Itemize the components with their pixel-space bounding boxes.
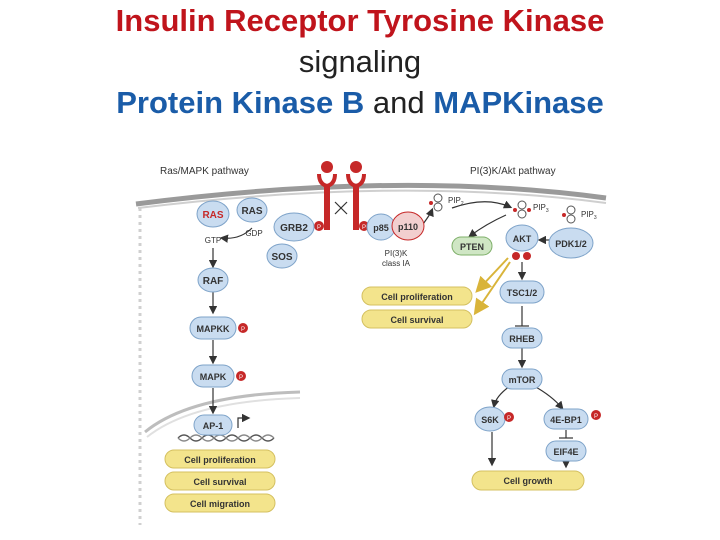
- node-sos: SOS: [266, 243, 298, 269]
- title-line-3: Protein Kinase B and MAPKinase: [0, 84, 720, 122]
- arrow-mtor-s6k: [491, 385, 511, 409]
- node-akt: AKT: [505, 224, 539, 252]
- arrow-pip2-pip3: [451, 200, 513, 209]
- outcome-mid-survival: Cell survival: [361, 309, 473, 329]
- node-pdk-label: PDK1/2: [555, 239, 587, 249]
- node-4ebp1-label: 4E-BP1: [550, 415, 582, 425]
- node-p85-label: p85: [373, 223, 389, 233]
- outcome-mid-proliferation: Cell proliferation: [361, 286, 473, 306]
- akt-phospho-2: [523, 252, 531, 260]
- insulin-receptor: [317, 161, 366, 230]
- akt-phospho-1: [512, 252, 520, 260]
- mapkk-phospho-label: P: [241, 327, 245, 333]
- title-protein-kinase-b: Protein Kinase B: [116, 85, 365, 120]
- outcome-nuc-proliferation: Cell proliferation: [164, 449, 276, 469]
- node-mtor-label: mTOR: [509, 375, 536, 385]
- node-mapk-label: MAPK: [200, 372, 227, 382]
- node-s6k-label: S6K: [481, 415, 499, 425]
- node-pten: PTEN: [451, 236, 493, 256]
- node-ras-gdp: RAS: [236, 197, 268, 223]
- node-mapkk-label: MAPKK: [197, 324, 230, 334]
- title-line-2: signaling: [298, 44, 422, 79]
- pi3k-label-1: PI(3)K: [385, 249, 408, 258]
- title-line-1: Insulin Receptor Tyrosine Kinase: [115, 3, 605, 38]
- outcome-nuc-proliferation-label: Cell proliferation: [184, 455, 256, 465]
- outcome-mid-proliferation-label: Cell proliferation: [381, 292, 453, 302]
- outcome-nuc-survival-label: Cell survival: [193, 477, 246, 487]
- outcome-cell-growth: Cell growth: [471, 470, 585, 491]
- title-and: and: [364, 85, 434, 120]
- outcome-cell-growth-label: Cell growth: [504, 476, 553, 486]
- arrow-gdp-gtp: [219, 227, 253, 243]
- nuclear-membrane-inner: [146, 397, 301, 438]
- outcome-nuc-migration-label: Cell migration: [190, 499, 250, 509]
- arrow-akt-outcomes-2: [473, 261, 511, 316]
- node-4ebp1: 4E-BP1: [543, 408, 589, 430]
- node-mapk: MAPK: [191, 364, 235, 388]
- pip3-label-a: PIP3: [533, 203, 549, 214]
- pip2-label: PIP2: [448, 196, 464, 207]
- node-rheb-label: RHEB: [509, 334, 535, 344]
- node-raf: RAF: [197, 267, 229, 293]
- node-raf-label: RAF: [203, 276, 224, 287]
- pip3-lipid-icon-b: [562, 205, 576, 224]
- mapkk-phospho: [238, 323, 248, 333]
- nuclear-membrane: [144, 390, 301, 434]
- arrow-ap1-gene: [237, 413, 251, 428]
- node-eif4e: EIF4E: [545, 440, 587, 462]
- pathway-label-pi3k-akt: PI(3)K/Akt pathway: [470, 166, 556, 177]
- pi3k-label-2: class IA: [382, 259, 411, 268]
- pathway-label-ras-mapk: Ras/MAPK pathway: [160, 166, 249, 177]
- node-ras-gtp-label: RAS: [202, 210, 223, 221]
- node-p110: p110: [391, 211, 425, 241]
- gdp-label: GDP: [245, 229, 262, 238]
- dna-strand-2: [177, 434, 275, 442]
- mapk-phospho: [236, 371, 246, 381]
- node-ap1-label: AP-1: [203, 421, 224, 431]
- arrow-pten: [468, 214, 507, 238]
- node-pten-label: PTEN: [460, 242, 484, 252]
- pip3-lipid-icon-a: [513, 200, 531, 219]
- node-akt-label: AKT: [513, 234, 532, 244]
- node-p85: p85: [366, 213, 396, 241]
- node-rheb: RHEB: [501, 327, 543, 349]
- arrow-mtor-4ebp1: [533, 385, 564, 410]
- title-mapkinase: MAPKinase: [433, 85, 604, 120]
- pip3-label-b: PIP3: [581, 210, 597, 221]
- node-p110-label: p110: [398, 222, 418, 232]
- 4ebp1-phospho-label: P: [594, 414, 598, 420]
- node-mtor: mTOR: [501, 368, 543, 390]
- outcome-nuc-migration: Cell migration: [164, 493, 276, 513]
- s6k-phospho: [504, 412, 514, 422]
- s6k-phospho-label: P: [507, 416, 511, 422]
- cell-membrane: [135, 182, 607, 207]
- node-sos-label: SOS: [271, 252, 292, 263]
- arrow-akt-outcomes-1: [475, 257, 509, 293]
- 4ebp1-phospho: [591, 410, 601, 420]
- gtp-label: GTP: [205, 236, 221, 245]
- receptor-phospho-left: [314, 221, 324, 231]
- receptor-phospho-right: [359, 221, 369, 231]
- outcome-nuc-survival: Cell survival: [164, 471, 276, 491]
- receptor-phospho-left-label: P: [317, 225, 321, 231]
- node-ras-gtp: RAS: [196, 200, 230, 228]
- node-pdk: PDK1/2: [548, 227, 594, 259]
- outcome-mid-survival-label: Cell survival: [390, 315, 443, 325]
- node-ras-gdp-label: RAS: [241, 206, 262, 217]
- node-ap1: AP-1: [193, 414, 233, 436]
- node-s6k: S6K: [474, 406, 506, 432]
- node-tsc-label: TSC1/2: [507, 288, 538, 298]
- node-mapkk: MAPKK: [189, 316, 237, 340]
- pip2-lipid-icon: [429, 193, 443, 212]
- node-grb2: GRB2: [273, 212, 315, 242]
- node-grb2-label: GRB2: [280, 223, 308, 234]
- cell-membrane-inner: [137, 189, 607, 209]
- receptor-phospho-right-label: P: [362, 225, 366, 231]
- node-tsc: TSC1/2: [499, 280, 545, 304]
- mapk-phospho-label: P: [239, 375, 243, 381]
- node-eif4e-label: EIF4E: [553, 447, 578, 457]
